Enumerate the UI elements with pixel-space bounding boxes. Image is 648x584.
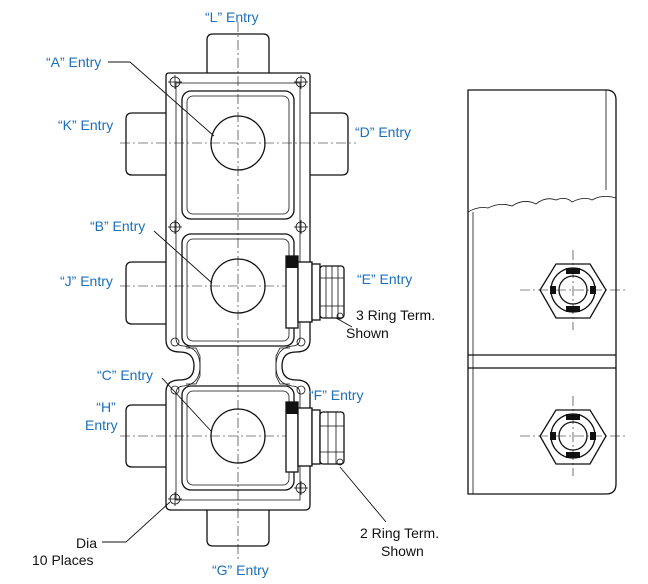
label-entry-h-2: Entry — [85, 417, 118, 433]
side-fitting-upper — [520, 250, 626, 330]
label-two-ring-1: 2 Ring Term. — [360, 525, 440, 541]
label-dia: Dia — [76, 535, 98, 551]
break-line — [467, 196, 617, 213]
mounting-holes — [168, 75, 308, 506]
cover-b-inner — [186, 238, 290, 342]
lug-right — [275, 347, 290, 385]
label-three-ring-1: 3 Ring Term. — [356, 307, 436, 323]
leader-lines — [102, 61, 387, 543]
label-entry-d: “D” Entry — [355, 124, 411, 140]
lug-left — [186, 347, 201, 385]
label-ten-places: 10 Places — [32, 552, 94, 568]
label-entry-f: “F” Entry — [309, 387, 364, 403]
label-entry-g: “G” Entry — [212, 562, 269, 578]
label-entry-j: “J” Entry — [60, 273, 113, 289]
hub-k — [125, 112, 166, 176]
label-entry-a: “A” Entry — [46, 54, 102, 70]
enclosure-outline — [165, 72, 311, 511]
label-entry-l: “L” Entry — [205, 9, 259, 25]
label-entry-c: “C” Entry — [97, 367, 153, 383]
label-entry-e: “E” Entry — [357, 271, 413, 287]
side-view-outline — [467, 89, 617, 495]
front-view — [102, 22, 387, 560]
label-entry-k: “K” Entry — [58, 117, 114, 133]
flange-inner — [175, 82, 301, 501]
side-fitting-lower — [520, 396, 626, 476]
hub-j — [125, 261, 166, 325]
label-entry-h-1: “H” — [96, 399, 116, 415]
hub-d — [310, 112, 349, 176]
side-view — [467, 89, 626, 495]
label-two-ring-2: Shown — [381, 543, 424, 559]
fitting-e — [285, 255, 345, 329]
fitting-f — [285, 401, 345, 473]
hub-l — [206, 33, 270, 73]
label-three-ring-2: Shown — [346, 325, 389, 341]
label-entry-b: “B” Entry — [90, 218, 146, 234]
